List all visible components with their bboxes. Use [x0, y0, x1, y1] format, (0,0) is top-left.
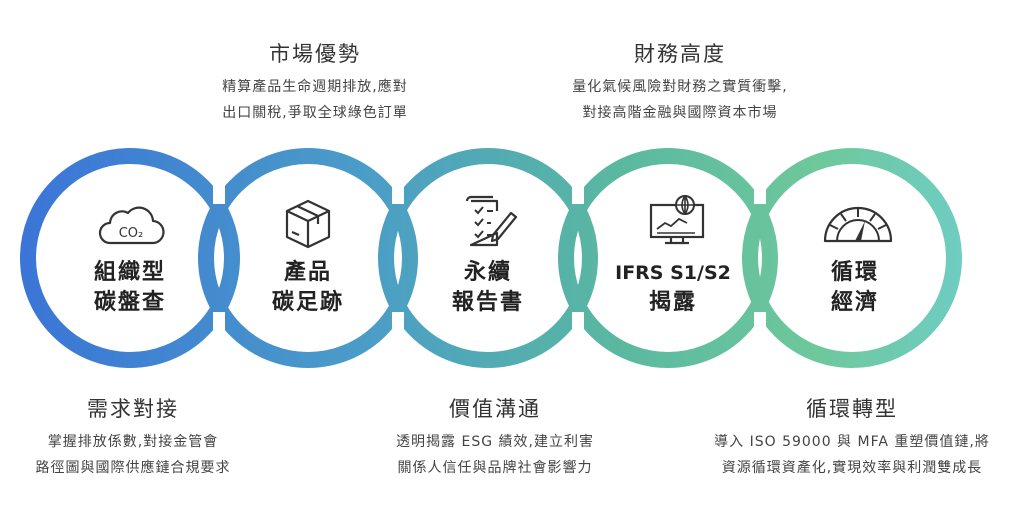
caption-line: 掌握排放係數,對接金管會	[47, 434, 219, 450]
label-line: 揭露	[648, 290, 697, 315]
ring-gap	[572, 186, 584, 204]
label-line: 組織型	[93, 260, 166, 285]
co2-cloud-icon: CO₂	[98, 206, 165, 245]
caption-line: 資源循環資產化,實現效率與利潤雙成長	[721, 460, 983, 476]
caption-line: 對接高階金融與國際資本市場	[582, 105, 778, 121]
caption-circular-transformation: 循環轉型 導入 ISO 59000 與 MFA 重塑價值鏈,將 資源循環資產化,…	[682, 393, 1022, 481]
ring-chain	[20, 148, 962, 368]
label-line: 循環	[830, 260, 879, 285]
ring-2	[198, 148, 418, 368]
checklist-pen-icon	[465, 195, 518, 247]
caption-value-communication: 價值溝通 透明揭露 ESG 績效,建立利害 關係人信任與品牌社會影響力	[365, 393, 625, 481]
label-line: 報告書	[451, 290, 524, 315]
circle-label-sustainability-report: 永續 報告書	[423, 258, 553, 318]
caption-financial-height: 財務高度 量化氣候風險對財務之實質衝擊, 對接高階金融與國際資本市場	[530, 38, 830, 126]
caption-demand-alignment: 需求對接 掌握排放係數,對接金管會 路徑圖與國際供應鏈合規要求	[8, 393, 258, 481]
label-line: 產品	[283, 260, 332, 285]
caption-title: 市場優勢	[269, 42, 361, 66]
circle-label-ifrs-disclosure: IFRS S1/S2 揭露	[598, 258, 748, 318]
label-line: IFRS S1/S2	[615, 262, 731, 284]
ring-gap	[392, 186, 404, 204]
gauge-icon	[823, 206, 893, 243]
caption-title: 循環轉型	[806, 397, 898, 421]
caption-title: 需求對接	[87, 397, 179, 421]
ring-gap	[392, 312, 404, 330]
caption-line: 導入 ISO 59000 與 MFA 重塑價值鏈,將	[714, 434, 990, 450]
ring-gap	[213, 312, 225, 330]
ring-gap	[754, 186, 766, 204]
label-line: 永續	[463, 260, 512, 285]
ring-5	[742, 148, 962, 368]
caption-line: 關係人信任與品牌社會影響力	[397, 460, 593, 476]
caption-line: 精算產品生命週期排放,應對	[222, 79, 408, 95]
caption-line: 路徑圖與國際供應鏈合規要求	[35, 460, 231, 476]
circle-label-org-carbon: 組織型 碳盤查	[65, 258, 195, 318]
co2-text: CO₂	[119, 226, 144, 241]
monitor-globe-icon	[649, 195, 705, 245]
ring-4	[558, 148, 778, 368]
caption-title: 財務高度	[634, 42, 726, 66]
circle-label-circular-economy: 循環 經濟	[790, 258, 920, 318]
ring-1	[20, 148, 240, 368]
label-line: 碳盤查	[93, 290, 166, 315]
ring-3	[378, 148, 598, 368]
circle-label-product-footprint: 產品 碳足跡	[243, 258, 373, 318]
caption-line: 透明揭露 ESG 績效,建立利害	[396, 434, 594, 450]
ring-gap	[213, 186, 225, 204]
ring-gap	[572, 312, 584, 330]
caption-title: 價值溝通	[449, 397, 541, 421]
label-line: 碳足跡	[271, 290, 344, 315]
caption-market-advantage: 市場優勢 精算產品生命週期排放,應對 出口關稅,爭取全球綠色訂單	[190, 38, 440, 126]
label-line: 經濟	[830, 290, 879, 315]
caption-line: 量化氣候風險對財務之實質衝擊,	[572, 79, 788, 95]
caption-line: 出口關稅,爭取全球綠色訂單	[222, 105, 408, 121]
ring-gap	[754, 312, 766, 330]
box-icon	[285, 199, 331, 249]
